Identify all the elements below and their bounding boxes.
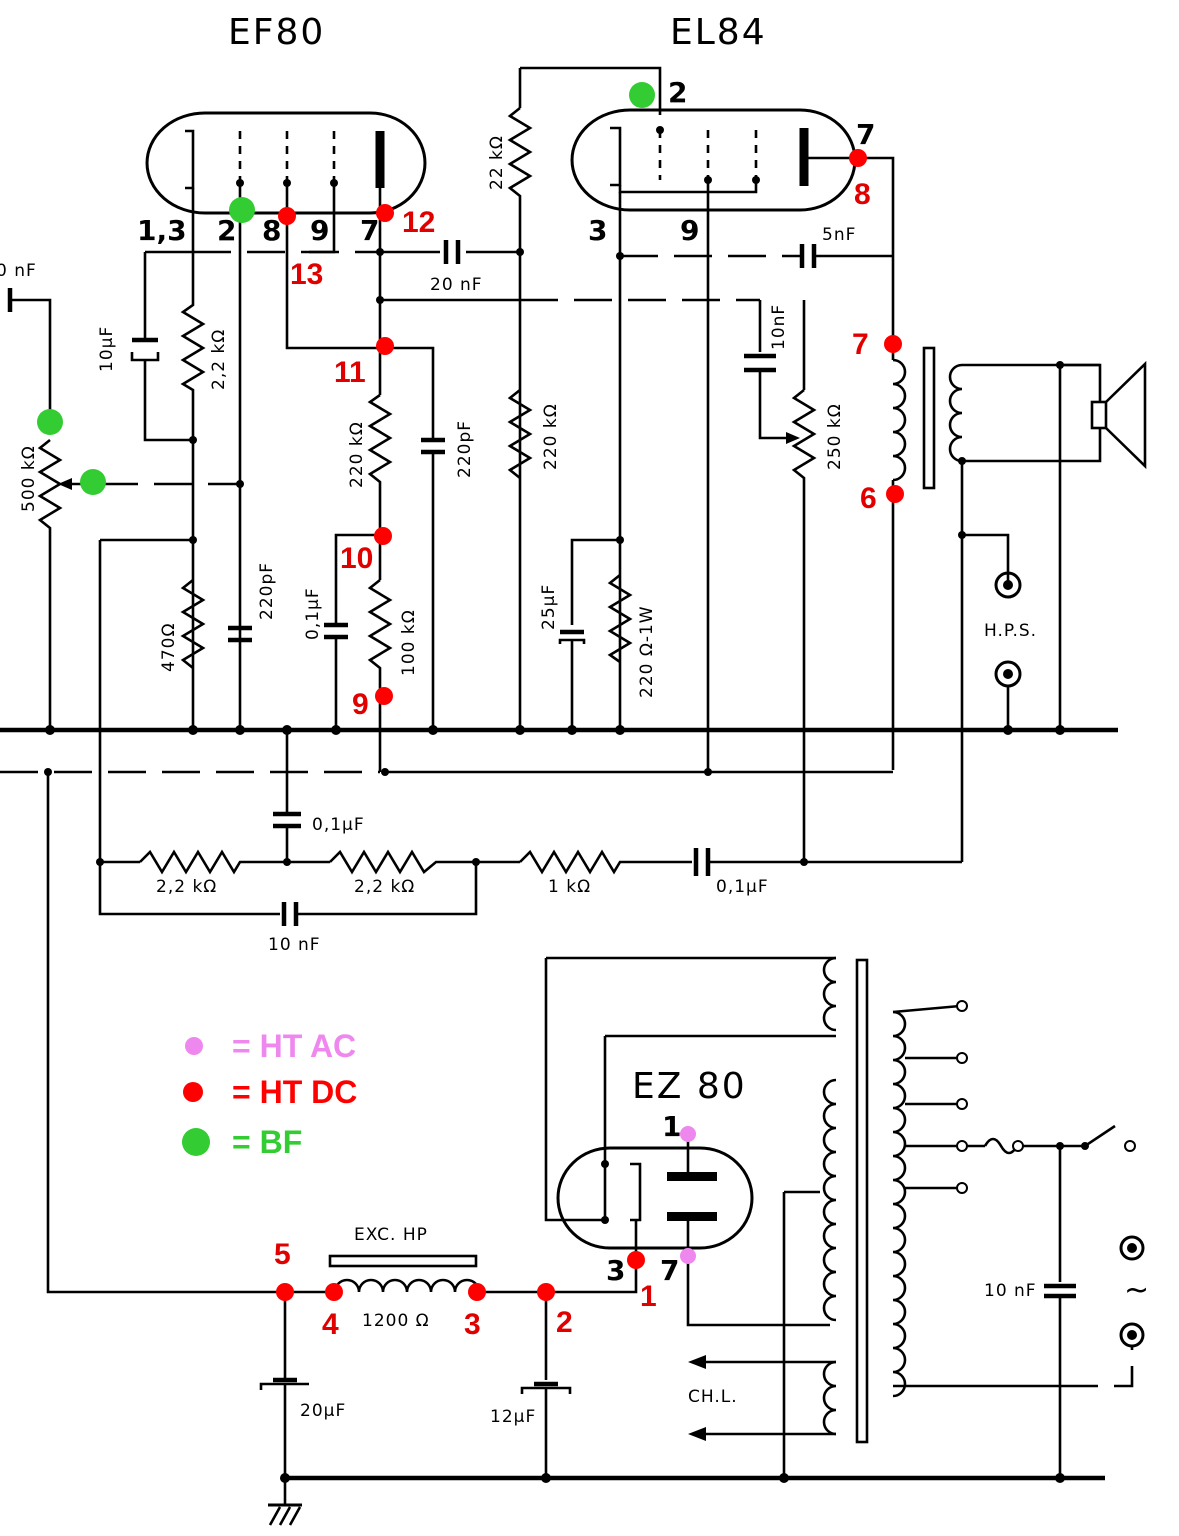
res-fb1-label: 2,2 kΩ [156,877,217,897]
cap-10uf [130,337,160,362]
cap-10uf-label: 10µF [97,326,117,372]
res-250k-label: 250 kΩ [825,403,845,470]
ef80-title: EF80 [228,12,325,53]
ef80-pin-7: 7 [360,214,379,247]
point-3: 3 [464,1308,481,1341]
ez80-pin-1: 1 [662,1110,681,1143]
point-1: 1 [640,1280,657,1313]
point-7: 7 [852,328,869,361]
point-8: 8 [854,178,871,211]
cap-10nf-tone-label: 10nF [769,304,789,350]
ef80-pin-2: 2 [217,214,236,247]
res-22k-label: 22 kΩ [487,135,507,190]
res-2-2k-label: 2,2 kΩ [209,329,229,390]
el84-tube [570,108,857,212]
bus-lines [0,725,1118,776]
cap-10nf-mains-label: 10 nF [984,1281,1037,1301]
cap-220pf-b-label: 220pF [455,420,475,478]
res-470 [180,578,206,670]
legend-ht-dc: = HT DC [232,1074,357,1110]
point-11: 11 [334,356,366,389]
bf-points [37,82,655,495]
chl-label: CH.L. [688,1387,738,1407]
power-supply [46,772,1105,1526]
ez80-tube [544,958,830,1327]
res-470-label: 470Ω [159,623,179,672]
ef80-pin-1-3: 1,3 [137,214,187,247]
res-220k-b-label: 220 kΩ [541,403,561,470]
cap-left-label: 0 nF [0,261,37,281]
res-1200-label: 1200 Ω [362,1311,430,1331]
legend-bf: = BF [232,1124,302,1160]
cap-220pf-grid-label: 220pF [257,562,277,620]
tone-control [744,300,817,862]
el84-pin-7: 7 [856,118,875,151]
pot-500k-label: 500 kΩ [19,445,39,512]
chl-arrows [688,1355,800,1441]
el84-title: EL84 [670,12,767,53]
ht-ac-points [680,1126,696,1264]
cap-0-1uf-a-label: 0,1µF [303,587,323,640]
legend-bf-swatch [182,1128,210,1156]
legend-ht-ac-swatch [185,1037,203,1055]
point-9: 9 [352,688,369,721]
res-220k-grid [507,388,533,480]
res-220k-a-label: 220 kΩ [347,421,367,488]
res-2-2k-cathode [180,300,206,730]
cap-20uf-label: 20µF [300,1401,346,1421]
point-13: 13 [290,258,323,291]
ef80-pin-9: 9 [310,214,329,247]
point-12: 12 [402,206,435,239]
res-100k-label: 100 kΩ [399,609,419,676]
ez80-title: EZ 80 [632,1066,747,1107]
cap-220pf-grid [228,625,252,643]
res-1k-label: 1 kΩ [548,877,591,897]
feedback-network [96,730,962,926]
ht-dc-points [276,149,904,1301]
cap-25uf-label: 25µF [539,584,559,630]
mains-transformer [546,956,1145,1478]
cap-12uf-label: 12µF [490,1407,536,1427]
output-transformer [891,340,1147,862]
ef80-plate-chain [324,248,760,730]
el84-pin-2: 2 [668,76,687,109]
cap-5nf-label: 5nF [822,225,856,245]
point-6: 6 [860,482,877,515]
legend-ht-ac: = HT AC [232,1028,356,1064]
ez80-pin-7: 7 [660,1254,679,1287]
cap-20nf-label: 20 nF [430,275,483,295]
point-10: 10 [340,542,373,575]
cap-0-1uf-c-label: 0,1µF [716,877,769,897]
el84-wiring [558,156,895,770]
pot-500k [7,288,240,730]
res-220-1w-label: 220 Ω-1W [637,605,657,698]
exc-label: EXC. HP [354,1225,428,1245]
cap-0-1uf-b-label: 0,1µF [312,815,365,835]
ef80-pin-8: 8 [262,214,281,247]
point-5: 5 [274,1238,291,1271]
ez80-pin-3: 3 [606,1254,625,1287]
el84-pin-3: 3 [588,214,607,247]
cap-20nf [443,240,461,264]
ac-symbol: ~ [1124,1273,1149,1308]
el84-pin-9: 9 [680,214,699,247]
res-fb2-label: 2,2 kΩ [354,877,415,897]
cap-10nf-fb-label: 10 nF [268,935,321,955]
legend-ht-dc-swatch [183,1082,203,1102]
hps-label: H.P.S. [984,621,1037,641]
legend: = HT AC = HT DC = BF [182,1028,357,1160]
point-4: 4 [322,1308,339,1341]
point-2: 2 [556,1306,573,1339]
